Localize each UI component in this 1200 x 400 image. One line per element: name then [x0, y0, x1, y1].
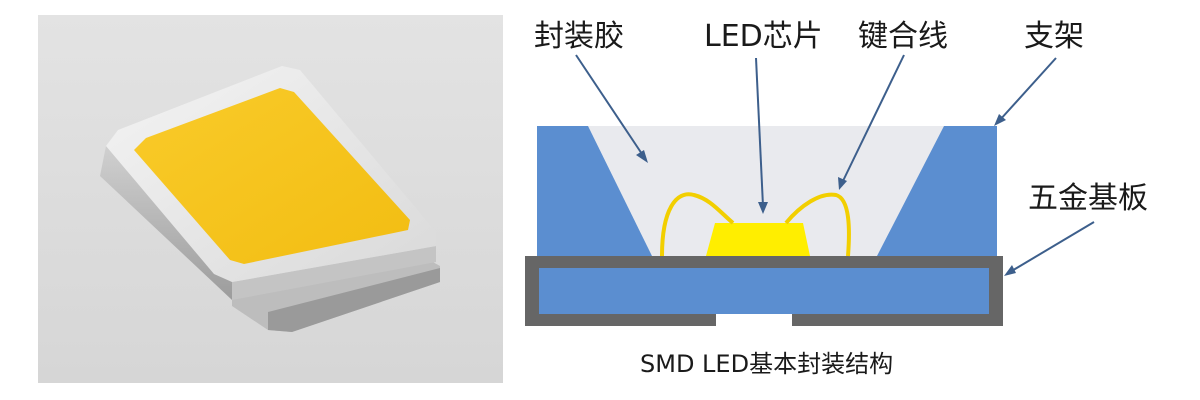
bond-wire-left [660, 192, 735, 257]
cross-section-diagram: 封装胶 LED芯片 键合线 支架 五金基板 SMD LED基本封装结构 [525, 19, 1148, 378]
bond-wire-right [784, 192, 851, 257]
bracket-left [537, 126, 652, 256]
arrow-metal-substrate [1009, 221, 1095, 273]
arrow-led-chip [755, 57, 764, 207]
label-led-chip: LED芯片 [704, 19, 823, 54]
package-side [100, 146, 232, 300]
arrow-bond-wire [841, 54, 905, 184]
arrow-bracket [998, 57, 1057, 122]
led-package-photo [38, 15, 503, 383]
bracket-right [877, 126, 997, 256]
label-encapsulant: 封装胶 [534, 19, 624, 54]
label-metal-substrate: 五金基板 [1028, 181, 1148, 216]
package-yellow-top [134, 88, 410, 264]
diagram-caption: SMD LED基本封装结构 [640, 350, 893, 378]
led-chip [706, 223, 810, 256]
label-bond-wire: 键合线 [858, 19, 948, 54]
label-bracket: 支架 [1024, 19, 1084, 54]
metal-substrate [525, 256, 1003, 326]
arrow-encapsulant [575, 54, 645, 158]
